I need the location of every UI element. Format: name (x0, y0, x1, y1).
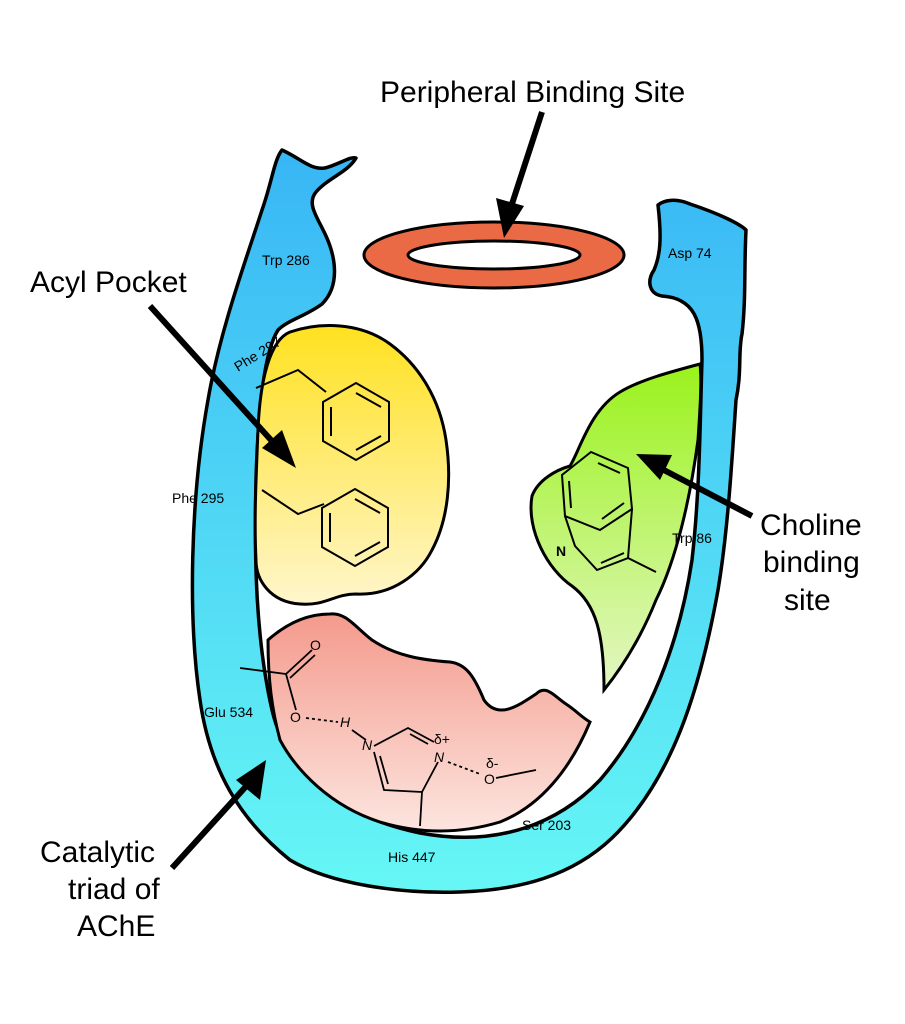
choline-arrow (658, 465, 754, 519)
catalytic-triad-region (266, 612, 592, 833)
atom-imidazole-n1: N (362, 737, 373, 753)
choline-site-region (529, 362, 703, 695)
peripheral-arrowhead (496, 198, 524, 238)
label-catalytic-line-1: Catalytic (40, 836, 155, 869)
catalytic-arrow (169, 779, 253, 871)
label-catalytic-line-3: AChE (77, 910, 155, 943)
residue-trp86: Trp 86 (672, 530, 712, 546)
phe295-structure (261, 487, 389, 568)
charge-delta-plus: δ+ (434, 731, 450, 747)
label-choline-line-3: site (784, 584, 831, 617)
residue-trp286: Trp 286 (262, 252, 310, 268)
residue-phe295: Phe 295 (172, 490, 224, 506)
atom-imidazole-n2: N (434, 749, 445, 765)
glu534-structure (239, 649, 339, 723)
atom-indole-n: N (556, 543, 566, 559)
atom-carbonyl-o: O (310, 637, 321, 653)
phe297-structure (255, 368, 390, 462)
peripheral-ring-hole (406, 239, 582, 271)
gorge-shape (190, 148, 748, 894)
peripheral-arrow (507, 111, 545, 211)
charge-delta-minus: δ- (486, 755, 499, 771)
label-acyl-pocket: Acyl Pocket (30, 266, 187, 299)
acyl-arrowhead (262, 430, 296, 468)
atom-o-minus: O (290, 709, 301, 725)
catalytic-arrowhead (236, 760, 266, 800)
label-peripheral-binding-site: Peripheral Binding Site (380, 76, 685, 109)
acyl-arrow (147, 303, 283, 453)
residue-asp74: Asp 74 (668, 245, 712, 261)
acyl-pocket-region (253, 324, 451, 606)
arrows (147, 111, 754, 871)
atom-hydrogen: H (340, 714, 351, 730)
label-catalytic-line-2: triad of (68, 873, 160, 906)
his447-structure (351, 726, 537, 827)
choline-arrowhead (636, 454, 672, 480)
trp86-indole-structure (560, 450, 657, 573)
residue-glu534: Glu 534 (204, 704, 253, 720)
residue-his447: His 447 (388, 849, 436, 865)
label-choline-line-1: Choline (760, 509, 862, 542)
residue-ser203: Ser 203 (522, 817, 571, 833)
atom-serine-o: O (484, 771, 495, 787)
label-choline-line-2: binding (763, 546, 860, 579)
